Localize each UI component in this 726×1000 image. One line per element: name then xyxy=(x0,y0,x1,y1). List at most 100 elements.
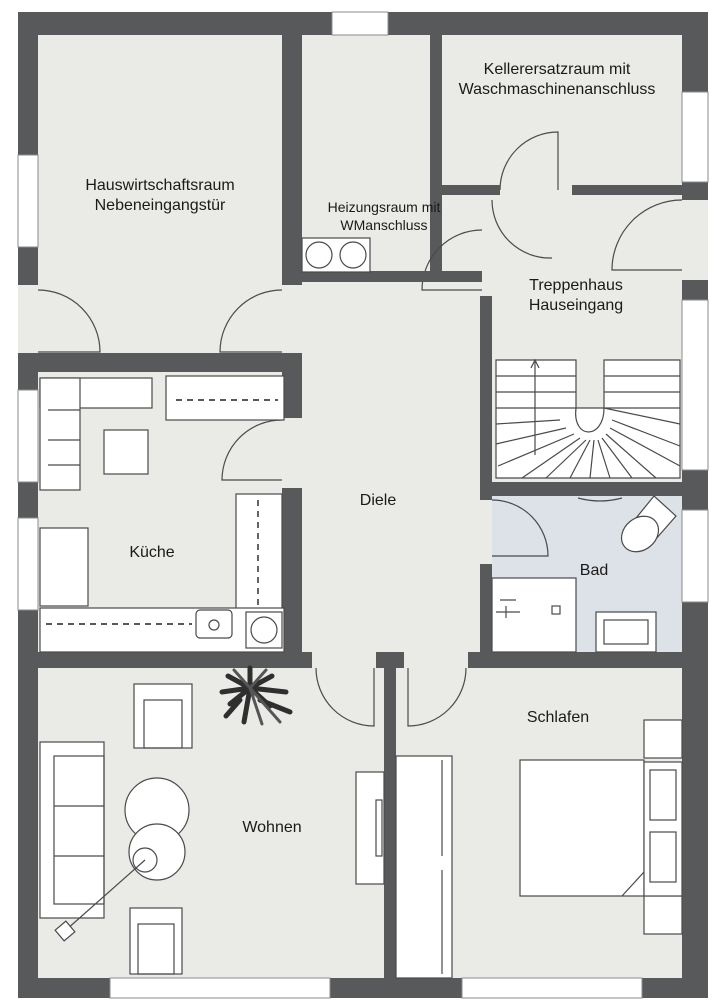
floor-diele xyxy=(302,296,480,652)
heizung-appliances xyxy=(301,237,371,273)
label-bad: Bad xyxy=(580,562,608,579)
label-treppenhaus-2: Hauseingang xyxy=(529,297,623,314)
opening-schlafen xyxy=(404,652,468,668)
bench-cushions xyxy=(48,409,80,466)
label-schlafen: Schlafen xyxy=(527,709,589,726)
windows xyxy=(17,11,709,999)
floor-lamp-head xyxy=(54,920,76,942)
bench-side xyxy=(39,377,81,491)
label-keller-1: Kellerersatzraum mit xyxy=(484,61,631,78)
wall-diele-bad xyxy=(480,564,492,652)
wall-diele-treppe xyxy=(480,296,492,500)
opening-bad xyxy=(480,500,492,564)
door-stair-hall xyxy=(421,229,483,291)
opening-wohnen xyxy=(312,652,376,668)
stair-well xyxy=(575,407,605,433)
door-side-entrance xyxy=(37,289,101,353)
window-bad xyxy=(681,509,709,603)
nightstand-bottom xyxy=(643,895,683,935)
window-kueche-1 xyxy=(17,389,39,483)
plant-icon xyxy=(219,665,293,726)
label-heizung-2: WManschluss xyxy=(340,217,427,233)
floor-hauswirtschaft xyxy=(38,35,282,353)
sofa xyxy=(39,741,105,919)
shower-head xyxy=(496,599,520,618)
window-schlafen xyxy=(461,977,643,999)
window-keller xyxy=(681,91,709,183)
wall-bad-schlafen xyxy=(468,652,708,668)
label-treppenhaus-1: Treppenhaus xyxy=(529,277,623,294)
pillow-2 xyxy=(649,831,677,883)
label-hauswirtschaft-1: Hauswirtschaftsraum xyxy=(85,177,234,194)
door-wohnen xyxy=(315,667,375,727)
main-entrance-opening xyxy=(682,200,708,280)
wall-heizung-bottom xyxy=(302,271,482,282)
fridge xyxy=(39,527,89,607)
washer-dryer-unit xyxy=(301,237,371,273)
sink-drain xyxy=(208,619,220,631)
wall-hw-kueche xyxy=(38,353,282,372)
door-keller-2 xyxy=(491,199,553,259)
wardrobe xyxy=(395,755,453,979)
wall-hw-diele-lower xyxy=(282,353,302,418)
washer-drum-2 xyxy=(339,241,367,269)
wall-hw-heizung xyxy=(282,12,302,285)
window-wohnen xyxy=(109,977,331,999)
bathroom-fixtures xyxy=(491,495,677,653)
window-kueche-2 xyxy=(17,517,39,611)
door-openings xyxy=(18,185,708,668)
opening-hw-diele xyxy=(282,285,302,353)
window-top xyxy=(331,11,389,36)
pillow-1 xyxy=(649,769,677,821)
side-entrance-opening xyxy=(18,285,38,353)
kitchen-sink xyxy=(195,609,233,639)
bedroom-furniture xyxy=(395,719,683,979)
door-schlafen xyxy=(407,667,467,727)
sofa-cushions xyxy=(54,805,104,857)
wall-wohnen-schlafen xyxy=(384,668,396,978)
bed-blanket-fold xyxy=(621,871,645,897)
window-hauswirtschaft xyxy=(17,154,39,248)
toilet-bowl xyxy=(620,515,660,553)
opening-keller xyxy=(500,185,572,195)
wall-kueche-wohnen xyxy=(18,652,312,668)
nightstand-top xyxy=(643,719,683,759)
bath-mirror xyxy=(577,497,623,502)
dishwasher-drum xyxy=(250,616,278,644)
label-hauswirtschaft-2: Nebeneingangstür xyxy=(95,197,226,214)
wall-keller-bottom-left xyxy=(442,185,500,195)
door-main-entrance xyxy=(611,199,683,271)
bathtub xyxy=(595,611,657,653)
floor-lamp-arm xyxy=(65,859,146,931)
wall-kueche-diele xyxy=(282,488,302,652)
door-bad xyxy=(491,499,549,557)
door-keller xyxy=(499,131,559,191)
armchair-bottom-seat xyxy=(137,923,175,975)
armchair-top xyxy=(133,683,193,749)
armchair-top-seat xyxy=(143,699,183,749)
label-heizung-1: Heizungsraum mit xyxy=(328,199,441,215)
shower-drain xyxy=(551,605,561,615)
opening-stair-hall xyxy=(482,195,492,296)
bed xyxy=(519,759,645,897)
label-wohnen: Wohnen xyxy=(242,819,301,836)
kitchen-counter-top xyxy=(165,375,285,421)
door-hauswirtschaft xyxy=(219,289,283,353)
window-treppe xyxy=(681,299,709,471)
armchair-bottom xyxy=(129,907,183,975)
sofa-seat xyxy=(53,755,105,905)
label-keller-2: Waschmaschinenanschluss xyxy=(459,81,656,98)
wall-treppe-bad xyxy=(492,482,682,496)
stair-treads xyxy=(495,375,681,479)
label-diele: Diele xyxy=(360,492,397,509)
shower xyxy=(491,577,577,653)
kitchen-furniture xyxy=(39,375,285,653)
door-kueche xyxy=(221,419,283,481)
staircase xyxy=(495,358,681,479)
door-swings xyxy=(37,131,683,727)
opening-kueche-diele xyxy=(282,418,302,488)
washer-drum-1 xyxy=(305,241,333,269)
stair-arrow xyxy=(530,358,540,455)
floor-heizung xyxy=(302,35,430,271)
